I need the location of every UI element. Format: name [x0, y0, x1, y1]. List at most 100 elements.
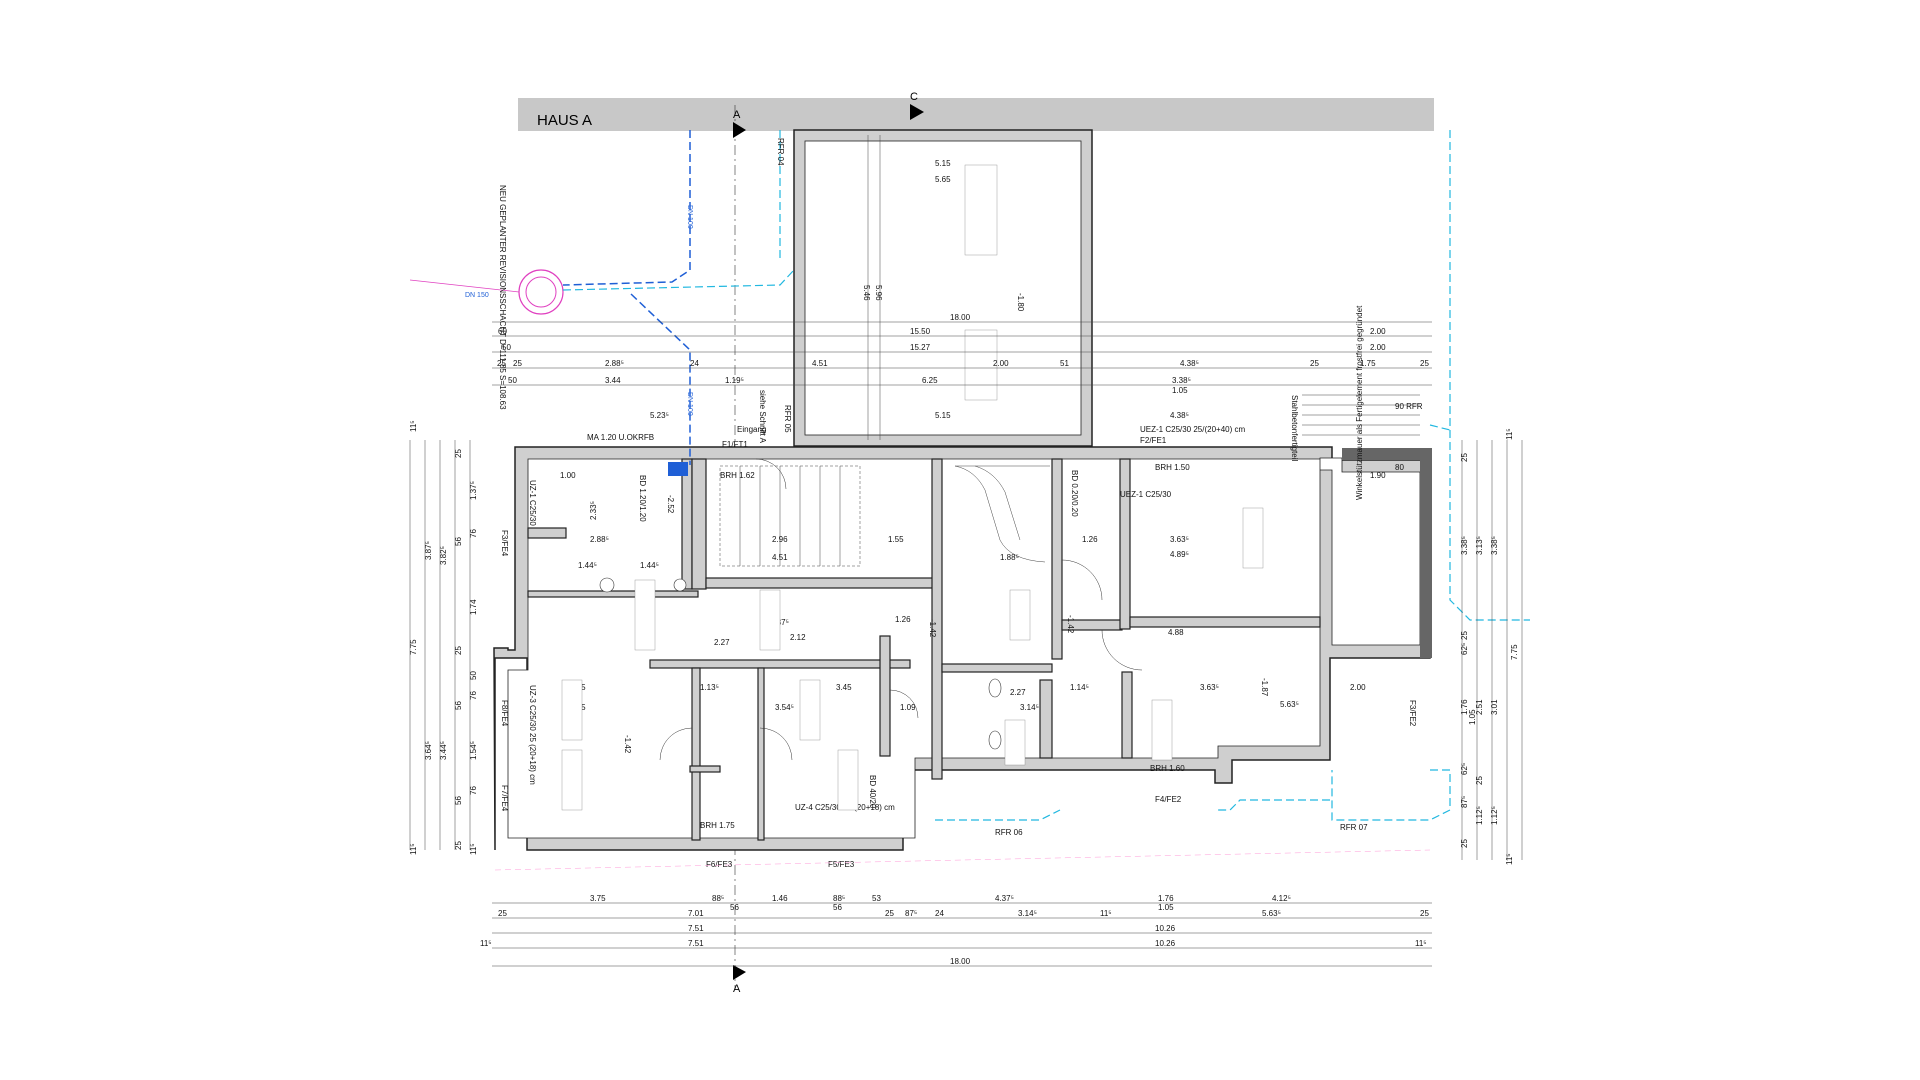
opening-f4: F4/FE2	[1155, 795, 1182, 804]
top-dim-r4-5: 1.05	[1172, 386, 1188, 395]
annotation-precast: Stahlbetonfertigteil	[1290, 395, 1299, 461]
bottom-dim-r1-9: 1.05	[1158, 903, 1174, 912]
annotation-ma: MA 1.20 U.OKRFB	[587, 433, 654, 442]
level-6: -1.87	[1260, 678, 1269, 697]
opening-f8: F8/FE4	[500, 700, 509, 727]
bottom-dim-r2-4: 24	[935, 909, 944, 918]
right-dim-2: 3.38⁵	[1460, 536, 1469, 555]
level-2: -2.52	[666, 495, 675, 514]
room-dim-24: 2.00	[1350, 683, 1366, 692]
left-dim-8: 25	[454, 646, 463, 655]
annotation-retaining: Winkelstützmauer als Fertigelement frost…	[1355, 305, 1364, 500]
right-dim-4: 3.38⁵	[1490, 536, 1499, 555]
rfr-label-1: RFR 04	[776, 138, 785, 166]
garage-dim-4: 5.46	[862, 285, 871, 301]
bottom-dim-r1-1: 88⁵	[712, 894, 724, 903]
garage-dim-3: 5.15	[935, 411, 951, 420]
top-dim-r3-10: 25	[1420, 359, 1429, 368]
left-dim-6: 1.74	[469, 599, 478, 615]
left-dim-12: 3.64⁵	[424, 741, 433, 760]
top-dim-r3-4: 4.51	[812, 359, 828, 368]
annotation-bd-1: BD 1.20/1.20	[638, 475, 647, 522]
right-dim-1: 25	[1460, 453, 1469, 462]
pipe-label-3: DN 100	[686, 392, 693, 416]
bottom-dim-r2-2: 25	[885, 909, 894, 918]
room-dim-28: 1.14⁵	[1070, 683, 1089, 692]
opening-f5: F5/FE3	[828, 860, 855, 869]
level-4: -1.42	[1066, 615, 1075, 634]
right-dimension-lines	[1461, 440, 1523, 860]
ground-line	[494, 849, 1431, 871]
opening-f6: F6/FE3	[706, 860, 733, 869]
retaining-wall-side	[1420, 448, 1432, 658]
rfr-label-4: RFR 07	[1340, 823, 1368, 832]
room-dim-11: 4.89⁵	[1170, 550, 1189, 559]
right-dim-0: 11⁵	[1505, 428, 1514, 440]
opening-f3b: F3/FE2	[1408, 700, 1417, 727]
right-dim-8: 1.76	[1460, 699, 1469, 715]
shaft-label: NEU GEPLANTER REVISIONSSCHACHT D=111.85 …	[498, 185, 507, 410]
room-dim-26: 2.27	[714, 638, 730, 647]
drain-line-pink	[409, 279, 520, 293]
title-bar	[518, 98, 1434, 131]
bottom-dim-r2-1: 7.01	[688, 909, 704, 918]
rfr-label-3: RFR 06	[995, 828, 1023, 837]
drain-pipes	[562, 130, 691, 465]
bottom-dim-r2-7: 5.63⁵	[1262, 909, 1281, 918]
room-dim-27: 2.27	[1010, 688, 1026, 697]
annotation-uez-1: UEZ-1 C25/30 25/(20+40) cm	[1140, 425, 1245, 434]
interior-walls	[527, 458, 1321, 841]
room-dim-6: 2.96	[772, 535, 788, 544]
garage-dim-2: 5.65	[935, 175, 951, 184]
staircase	[719, 465, 1050, 567]
top-dim-overall: 18.00	[950, 313, 971, 322]
terrace-steps	[1302, 394, 1420, 436]
opening-f2: F2/FE1	[1140, 436, 1167, 445]
top-dim-r3-0: 25	[497, 359, 506, 368]
left-dim-18: 3.82⁵	[439, 546, 448, 565]
left-dim-5: 3.87⁵	[424, 541, 433, 560]
bottom-dim-r1-8: 1.76	[1158, 894, 1174, 903]
bottom-dim-r3-0: 7.51	[688, 924, 704, 933]
annotation-entrance: Eingang	[737, 425, 766, 434]
sanitary-fixtures	[599, 577, 1002, 750]
top-dim-r4-0: 50	[508, 376, 517, 385]
top-dim-r3-6: 51	[1060, 359, 1069, 368]
top-dim-r3-7: 4.38⁵	[1180, 359, 1199, 368]
right-dim-13: 25	[1475, 776, 1484, 785]
right-dim-3: 3.13⁵	[1475, 536, 1484, 555]
top-dim-r3-2: 2.88⁵	[605, 359, 624, 368]
pipe-label-1: DN 100	[686, 205, 693, 229]
rfr-label-2: RFR 05	[783, 405, 792, 433]
level-1: -1.80	[1016, 293, 1025, 312]
room-dim-5: 2.12	[790, 633, 806, 642]
room-dim-12: 1.26	[1082, 535, 1098, 544]
bottom-dim-r2-0: 25	[498, 909, 507, 918]
room-dim-21: 3.14⁵	[1020, 703, 1039, 712]
terrace-dim-2: 80	[1395, 463, 1404, 472]
rfr-label-5: 90 RFR	[1395, 402, 1423, 411]
top-dim-r1-a: 60	[498, 327, 507, 336]
left-dim-3: 76	[469, 529, 478, 538]
right-dim-16: 1.12⁵	[1490, 806, 1499, 825]
top-dim-r3-1: 25	[513, 359, 522, 368]
right-dim-5: 25	[1460, 631, 1469, 640]
room-dim-7: 4.51	[772, 553, 788, 562]
bottom-dim-r4-0: 11⁵	[480, 939, 492, 948]
opening-f3: F3/FE4	[500, 530, 509, 557]
right-dim-12: 62⁵	[1460, 763, 1469, 775]
left-dim-7: 7.75	[409, 639, 418, 655]
bottom-dim-r1-7: 4.37⁵	[995, 894, 1014, 903]
top-dim-r1-b: 15.50	[910, 327, 931, 336]
section-arrow-bottom	[733, 965, 746, 980]
left-dim-0: 11⁵	[409, 420, 418, 432]
annotation-uz-1: UZ-1 C25/30	[528, 480, 537, 526]
bottom-dim-r2-3: 87⁵	[905, 909, 917, 918]
top-dim-r1-c: 2.00	[1370, 327, 1386, 336]
annotation-bd-3: BD 40/20	[868, 775, 877, 809]
top-dim-r3-3: 24	[690, 359, 699, 368]
left-dim-16: 11⁵	[409, 843, 418, 855]
plan-title: HAUS A	[537, 112, 592, 129]
bottom-dim-r1-5: 56	[833, 903, 842, 912]
top-dim-r2-b: 15.27	[910, 343, 931, 352]
